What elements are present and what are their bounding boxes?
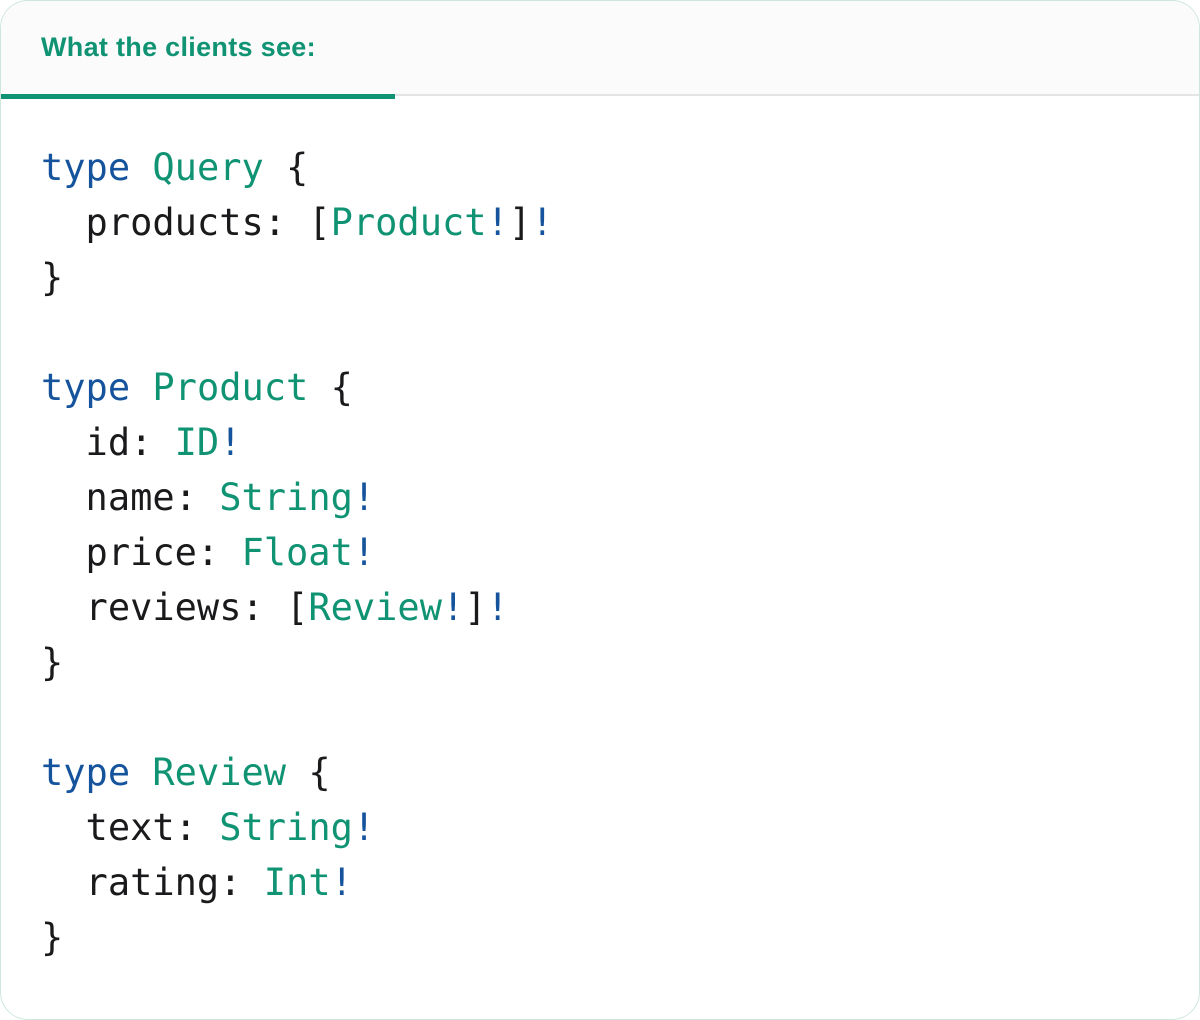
code-line: type Review { bbox=[41, 751, 331, 794]
tab-what-clients-see[interactable]: What the clients see: bbox=[41, 32, 316, 62]
code-line: } bbox=[41, 916, 64, 959]
active-tab-indicator bbox=[1, 94, 395, 99]
code-line: } bbox=[41, 641, 64, 684]
code-line: type Query { bbox=[41, 146, 309, 189]
code-line: name: String! bbox=[41, 476, 376, 519]
code-line: products: [Product!]! bbox=[41, 201, 554, 244]
code-line: price: Float! bbox=[41, 531, 376, 574]
code-line: } bbox=[41, 256, 64, 299]
code-line bbox=[41, 305, 1169, 360]
code-line: id: ID! bbox=[41, 421, 242, 464]
panel-header: What the clients see: bbox=[1, 1, 1199, 96]
code-line: type Product { bbox=[41, 366, 353, 409]
code-line: reviews: [Review!]! bbox=[41, 586, 509, 629]
code-line: rating: Int! bbox=[41, 861, 353, 904]
code-line: text: String! bbox=[41, 806, 376, 849]
code-block: type Query { products: [Product!]!} type … bbox=[1, 96, 1199, 965]
code-line bbox=[41, 690, 1169, 745]
